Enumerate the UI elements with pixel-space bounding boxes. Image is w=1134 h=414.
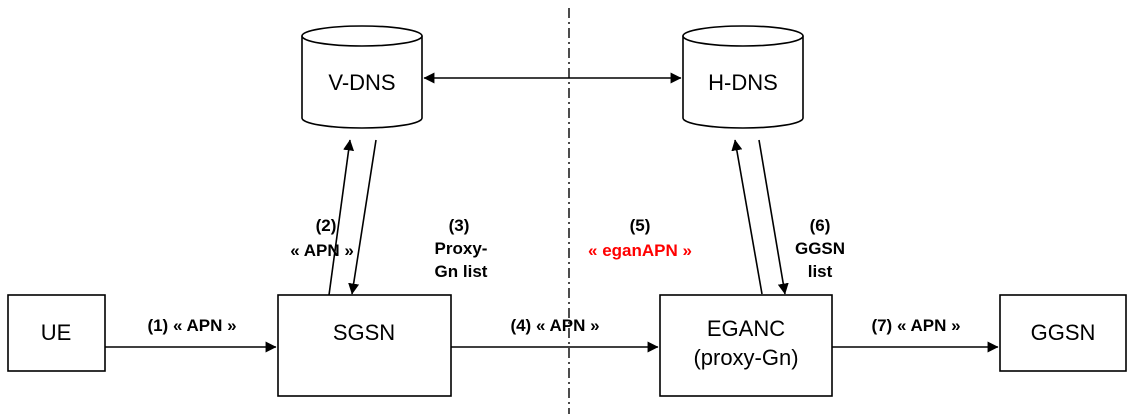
step7-label: (7) « APN » <box>871 316 960 335</box>
step5-number: (5) <box>630 216 651 235</box>
step3-label-line1: Proxy- <box>435 239 488 258</box>
arrow-hdns-to-eganc <box>758 139 789 295</box>
step4-label: (4) « APN » <box>510 316 599 335</box>
ue-label: UE <box>41 320 72 345</box>
sgsn-node: SGSN <box>277 294 452 397</box>
eganc-label: EGANC <box>707 316 785 341</box>
ggsn-label: GGSN <box>1031 320 1096 345</box>
hdns-database: H-DNS <box>682 25 804 129</box>
step3-number: (3) <box>449 216 470 235</box>
arrow-sgsn-to-vdns <box>328 139 355 296</box>
eganc-sublabel: (proxy-Gn) <box>693 345 798 370</box>
hdns-label: H-DNS <box>708 70 778 95</box>
step1-label: (1) « APN » <box>147 316 236 335</box>
step2-label: « APN » <box>290 241 354 260</box>
eganc-node: EGANC (proxy-Gn) <box>659 294 833 397</box>
ue-node: UE <box>7 294 106 372</box>
vdns-label: V-DNS <box>328 70 395 95</box>
arrow-eganc-to-hdns <box>731 139 763 295</box>
step6-label-line2: list <box>808 262 833 281</box>
ggsn-node: GGSN <box>999 294 1127 372</box>
arrow-vdns-to-sgsn <box>348 139 377 295</box>
step3-label-line2: Gn list <box>435 262 488 281</box>
vdns-database: V-DNS <box>301 25 423 129</box>
step5-label: « eganAPN » <box>588 241 692 260</box>
step2-number: (2) <box>316 216 337 235</box>
step6-label-line1: GGSN <box>795 239 845 258</box>
step6-number: (6) <box>810 216 831 235</box>
sgsn-label: SGSN <box>333 320 395 345</box>
